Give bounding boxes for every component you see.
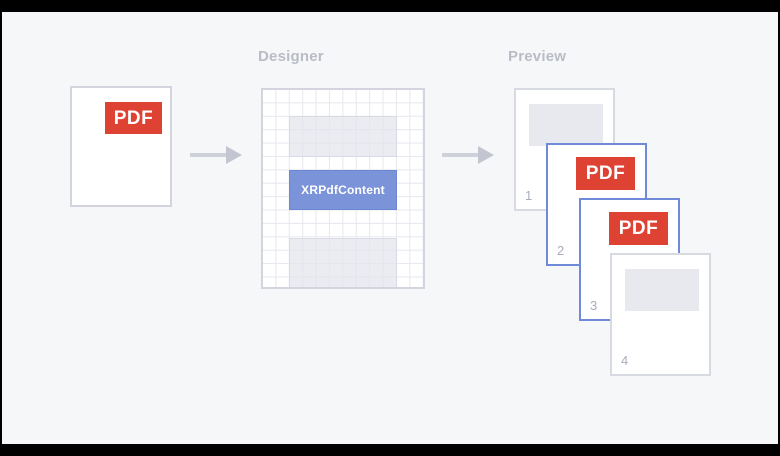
pdf-badge-label: PDF bbox=[618, 218, 659, 239]
designer-band-xrpdfcontent[interactable]: XRPdfContent bbox=[289, 170, 397, 210]
pdf-badge-icon: PDF bbox=[105, 102, 162, 134]
arrow-shaft bbox=[190, 153, 228, 157]
arrow-right-icon bbox=[190, 146, 242, 164]
designer-grid-surface[interactable]: XRPdfContent bbox=[261, 88, 425, 289]
page-number-label: 4 bbox=[621, 353, 629, 368]
pdf-badge-label: PDF bbox=[113, 107, 154, 129]
source-pdf-document[interactable]: PDF bbox=[70, 86, 172, 207]
diagram-canvas: PDF Designer XRPdfContent Preview bbox=[2, 12, 778, 444]
designer-band-top[interactable] bbox=[289, 116, 397, 157]
pdf-badge-icon: PDF bbox=[609, 212, 668, 245]
pdf-badge-icon: PDF bbox=[576, 157, 635, 190]
arrow-shaft bbox=[442, 153, 480, 157]
page-content-placeholder bbox=[529, 104, 603, 146]
page-number-label: 1 bbox=[525, 188, 533, 203]
arrow-head bbox=[478, 146, 494, 164]
designer-band-bottom[interactable] bbox=[289, 238, 397, 287]
designer-section-caption: Designer bbox=[258, 48, 324, 65]
arrow-head bbox=[226, 146, 242, 164]
preview-section-caption: Preview bbox=[508, 48, 567, 65]
page-number-label: 3 bbox=[590, 298, 598, 313]
pdf-badge-label: PDF bbox=[585, 163, 626, 184]
xrpdfcontent-label: XRPdfContent bbox=[301, 183, 385, 197]
page-number-label: 2 bbox=[557, 243, 565, 258]
preview-page-stack: 1 PDF 2 PDF 3 4 bbox=[2, 12, 778, 444]
page-content-placeholder bbox=[625, 269, 699, 311]
preview-page-card[interactable]: 4 bbox=[610, 253, 711, 376]
arrow-right-icon bbox=[442, 146, 494, 164]
